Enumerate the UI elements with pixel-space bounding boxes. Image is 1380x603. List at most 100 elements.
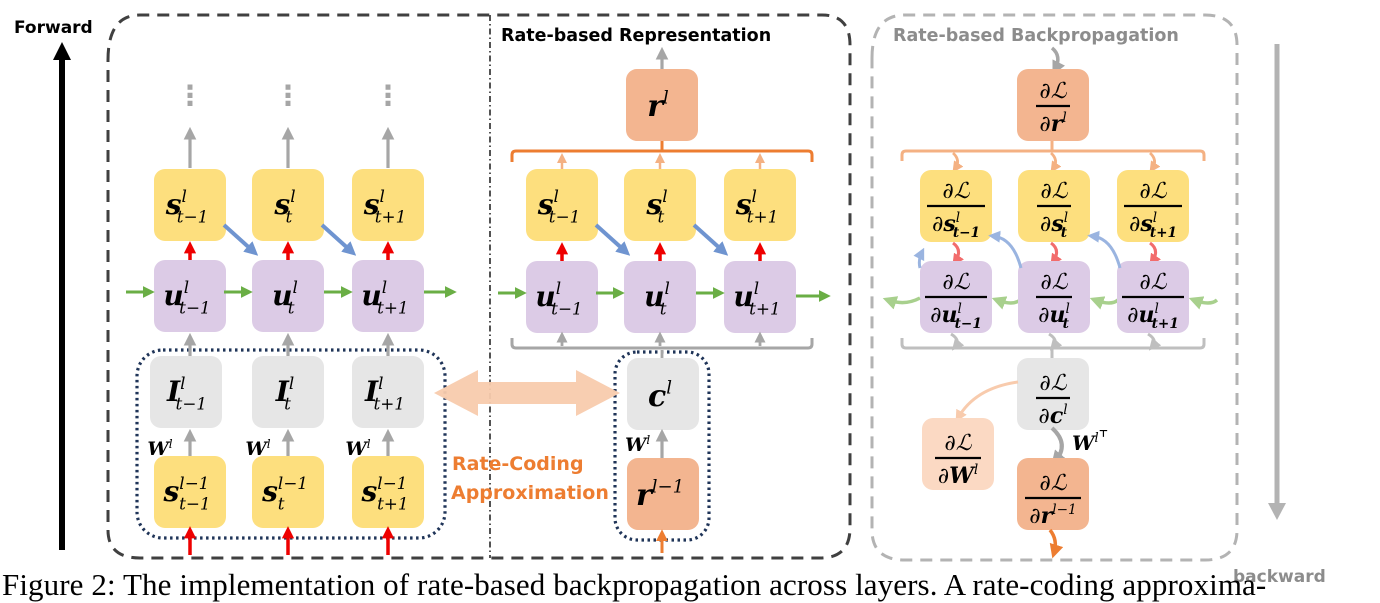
current-box <box>352 356 424 428</box>
membrane-box <box>154 260 226 332</box>
grad-spike-to-membrane-arrow <box>1149 241 1161 266</box>
grad-membrane-recurrent-arrow <box>991 296 1022 310</box>
rate-current-label: cl <box>648 377 672 414</box>
spike-box <box>526 169 598 241</box>
grad-current-box <box>1017 358 1089 430</box>
grad-input-rate-box <box>1017 458 1089 530</box>
input-spike-box <box>252 456 324 528</box>
spike-box <box>352 169 424 241</box>
grad-membrane-to-bracket-arrow <box>950 332 965 351</box>
input-spike-box <box>352 456 424 528</box>
numerator: ∂ℒ <box>1039 371 1067 396</box>
denominator: ∂rl <box>1039 110 1066 137</box>
reset-arrow <box>594 223 631 256</box>
grad-membrane-recurrent-arrow <box>1089 296 1120 310</box>
weight-transpose-arrow <box>1050 426 1068 467</box>
membrane-box <box>352 260 424 332</box>
denominator: ∂rl−1 <box>1029 502 1076 529</box>
grad-reset-arrow <box>913 247 925 269</box>
numerator: ∂ℒ <box>1039 79 1067 104</box>
rate-based-representation-title: Rate-based Representation <box>501 26 771 46</box>
ellipsis-icon: ⋮ <box>176 79 204 112</box>
grad-membrane-to-bracket-arrow <box>1147 332 1162 351</box>
grad-weight-box <box>922 418 994 490</box>
figure-caption: Figure 2: The implementation of rate-bas… <box>2 567 1267 602</box>
membrane-box <box>624 261 696 333</box>
reset-arrow <box>692 223 729 256</box>
grad-spike-to-membrane-arrow <box>952 241 964 266</box>
input-spike-box <box>154 456 226 528</box>
grad-reset-arrow <box>1087 230 1122 269</box>
backward-direction-arrow <box>1268 44 1286 520</box>
rate-coding-double-arrow <box>434 370 620 416</box>
loss-gradient-incoming-arrow <box>1050 46 1066 76</box>
grad-split-arrow <box>1149 151 1161 173</box>
weight-label: Wl <box>625 433 650 456</box>
grad-to-weight-arrow <box>955 380 1019 423</box>
rate-box <box>626 69 698 141</box>
backprop-panel-border <box>870 13 1239 562</box>
forward-panel-border <box>106 13 852 560</box>
reset-arrow <box>222 223 259 256</box>
spike-aggregation-bracket <box>510 149 814 162</box>
rate-label: rl <box>647 87 669 124</box>
grad-weight-label: ∂ℒ ∂Wl <box>935 431 981 489</box>
numerator: ∂ℒ <box>1040 270 1068 295</box>
grad-membrane-to-bracket-arrow <box>1048 332 1063 351</box>
numerator: ∂ℒ <box>942 179 970 204</box>
backward-label: backward <box>1233 567 1326 587</box>
grad-spike-to-membrane-arrow <box>1050 241 1062 266</box>
numerator: ∂ℒ <box>1139 179 1167 204</box>
rate-coding-label-line1: Rate-Coding <box>452 453 584 475</box>
rate-coding-label-line2: Approximation <box>451 482 609 504</box>
grad-current-label: ∂ℒ∂cl <box>1036 371 1070 429</box>
current-broadcast-bracket <box>510 338 814 350</box>
reset-arrow <box>320 223 357 256</box>
spike-box <box>624 169 696 241</box>
denominator: ∂Wl <box>938 462 978 489</box>
numerator: ∂ℒ <box>944 431 972 456</box>
membrane-box <box>724 261 796 333</box>
weight-label: Wl <box>345 437 370 460</box>
forward-direction-arrow <box>53 42 71 550</box>
rate-based-backpropagation-title: Rate-based Backpropagation <box>893 26 1179 46</box>
grad-split-arrow <box>1050 151 1062 173</box>
weight-label: Wl <box>147 437 172 460</box>
spike-box <box>724 169 796 241</box>
numerator: ∂ℒ <box>1039 471 1067 496</box>
rate-current-box <box>627 358 699 430</box>
input-rate-label: rl−1 <box>636 476 684 513</box>
numerator: ∂ℒ <box>1040 179 1068 204</box>
grad-rate-label: ∂ℒ ∂rl <box>1036 79 1070 137</box>
membrane-box <box>526 261 598 333</box>
